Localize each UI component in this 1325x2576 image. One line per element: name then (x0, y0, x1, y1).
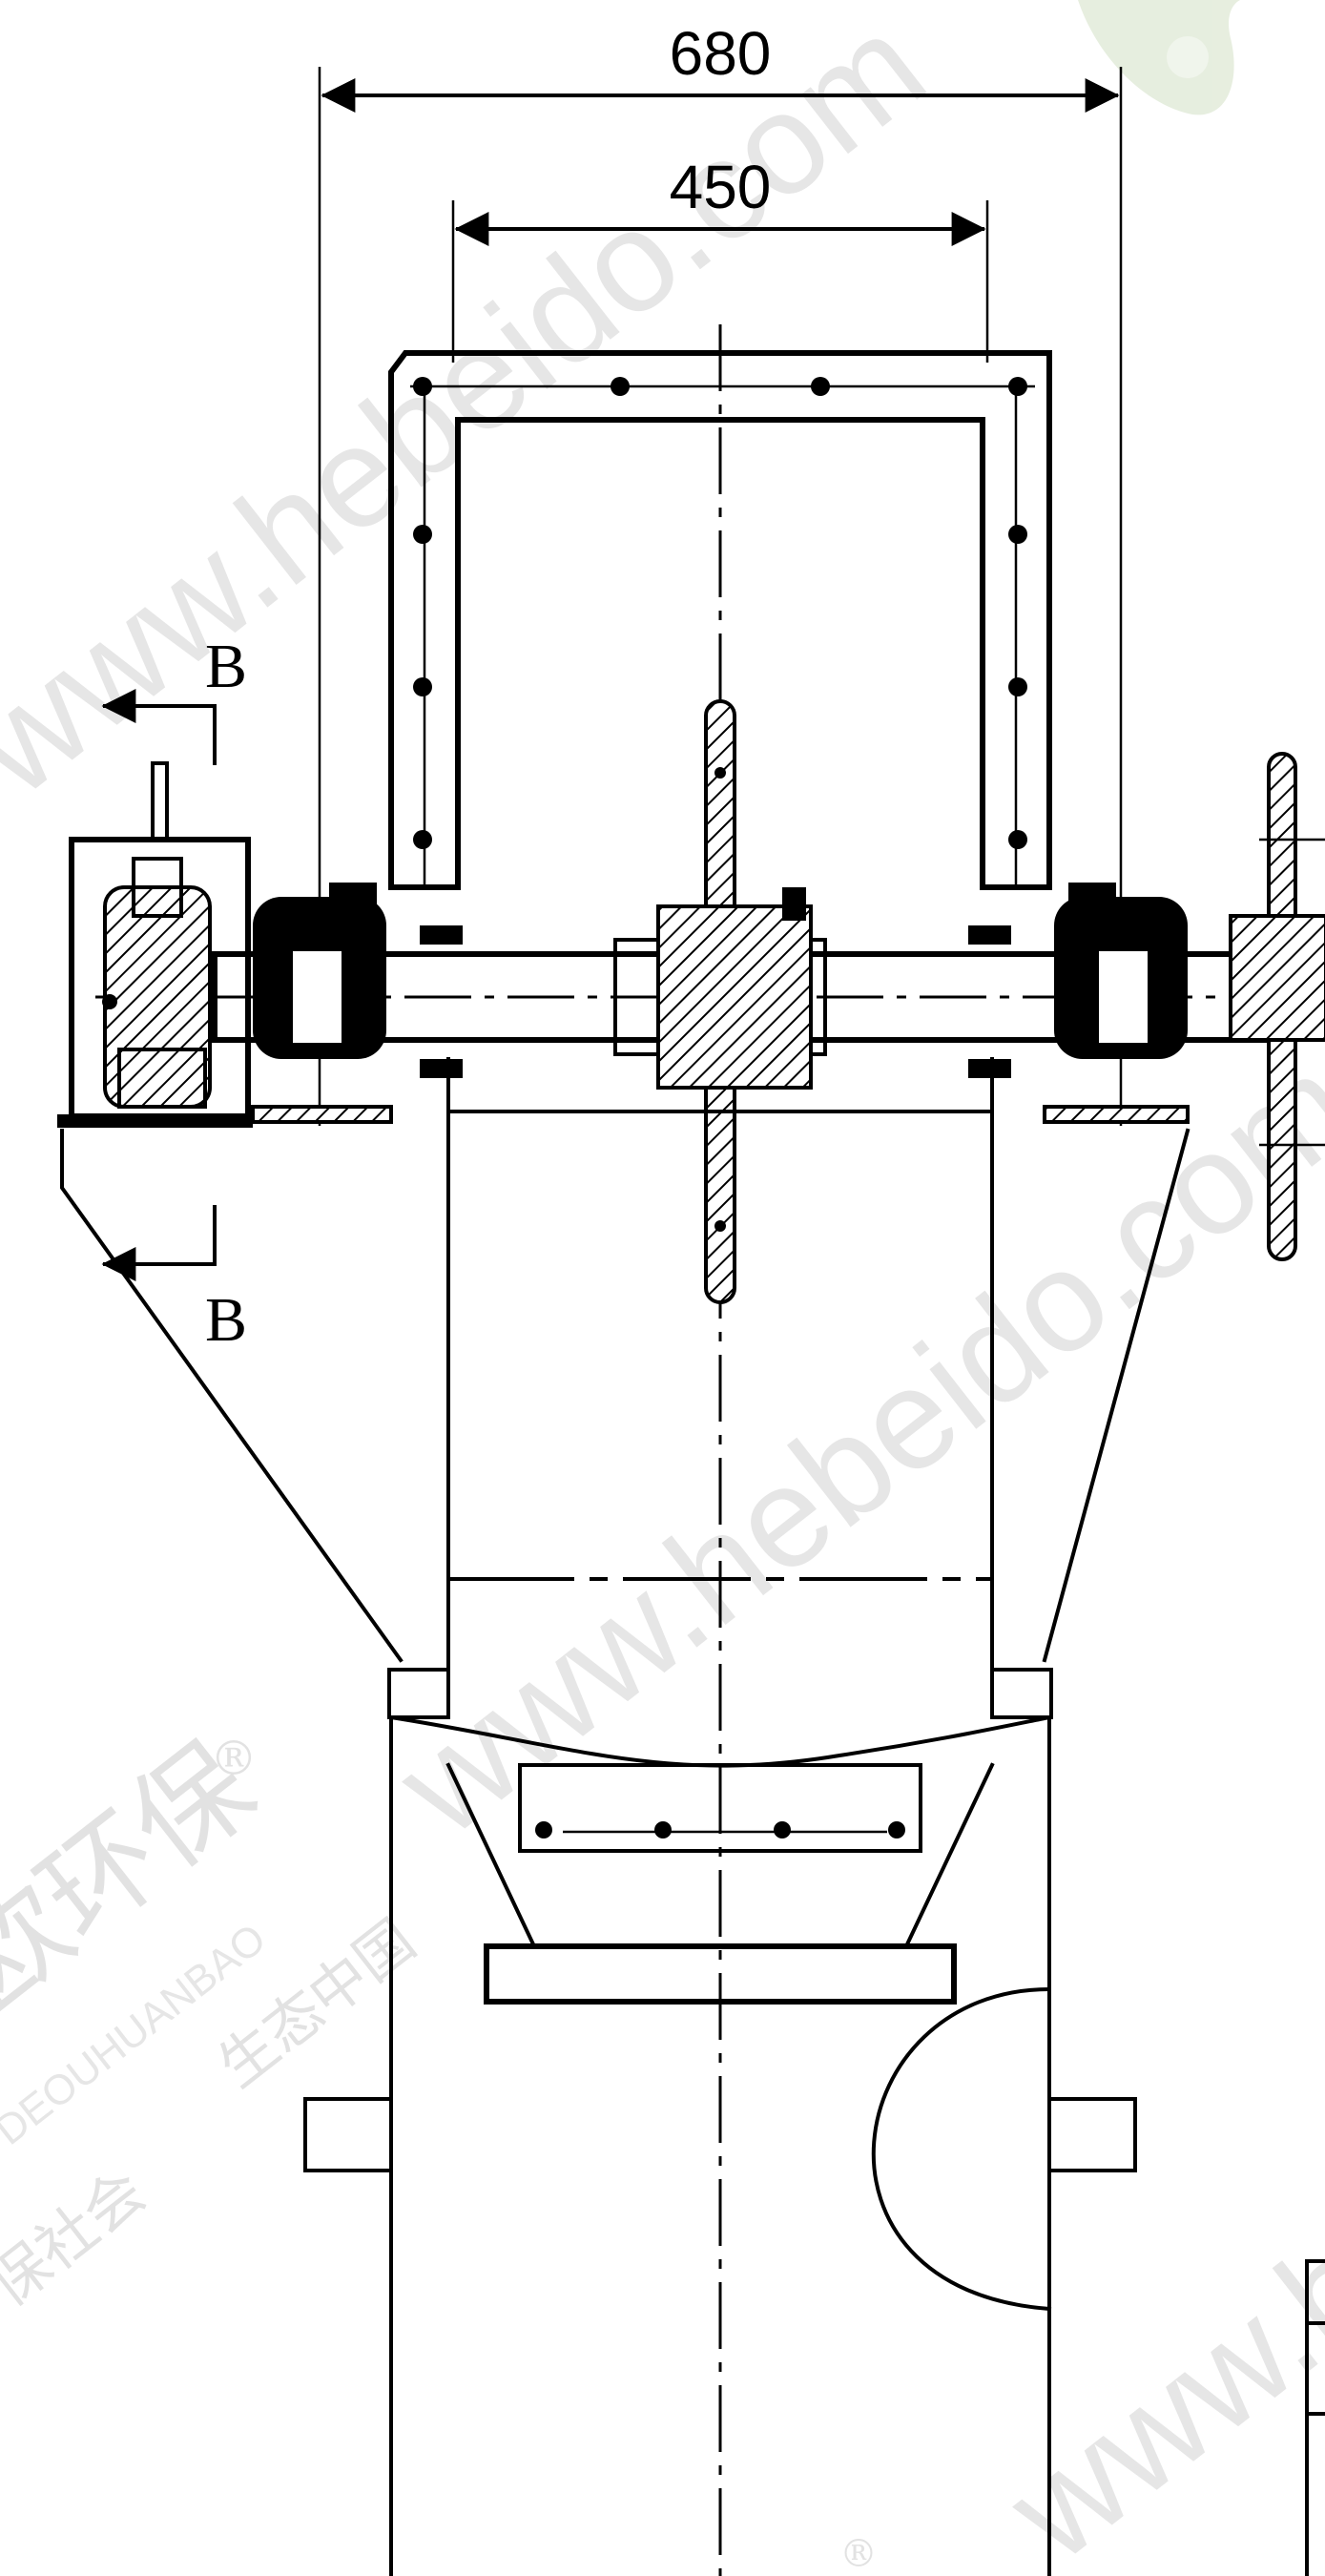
watermark-registered: ® (210, 1731, 258, 1786)
right-bearing (968, 883, 1190, 1124)
lower-hopper (303, 1714, 1137, 2576)
section-marker-bottom: B (101, 1205, 247, 1355)
watermark-society-cn: 保社会 (0, 2156, 158, 2320)
left-drive-unit (57, 761, 404, 1663)
left-bearing (251, 883, 463, 1124)
watermark-logo (1078, 0, 1240, 115)
title-block-fragment (1305, 2259, 1325, 2576)
section-label-bottom: B (205, 1285, 247, 1355)
watermark-registered-lower: ® (839, 2532, 878, 2576)
housing (387, 1057, 1190, 1719)
dimension-label-450: 450 (670, 153, 772, 221)
watermark-url-upper: www.hebeido.com (0, 0, 953, 826)
center-sprocket (656, 699, 813, 1304)
section-marker-top: B (101, 632, 247, 765)
right-sprocket (1229, 752, 1325, 1261)
top-frame (388, 350, 1052, 890)
dimension-inner: 450 (451, 153, 989, 363)
section-label-top: B (205, 632, 247, 701)
dimension-label-680: 680 (670, 19, 772, 88)
watermark-url-lower: www.h (978, 2205, 1325, 2576)
